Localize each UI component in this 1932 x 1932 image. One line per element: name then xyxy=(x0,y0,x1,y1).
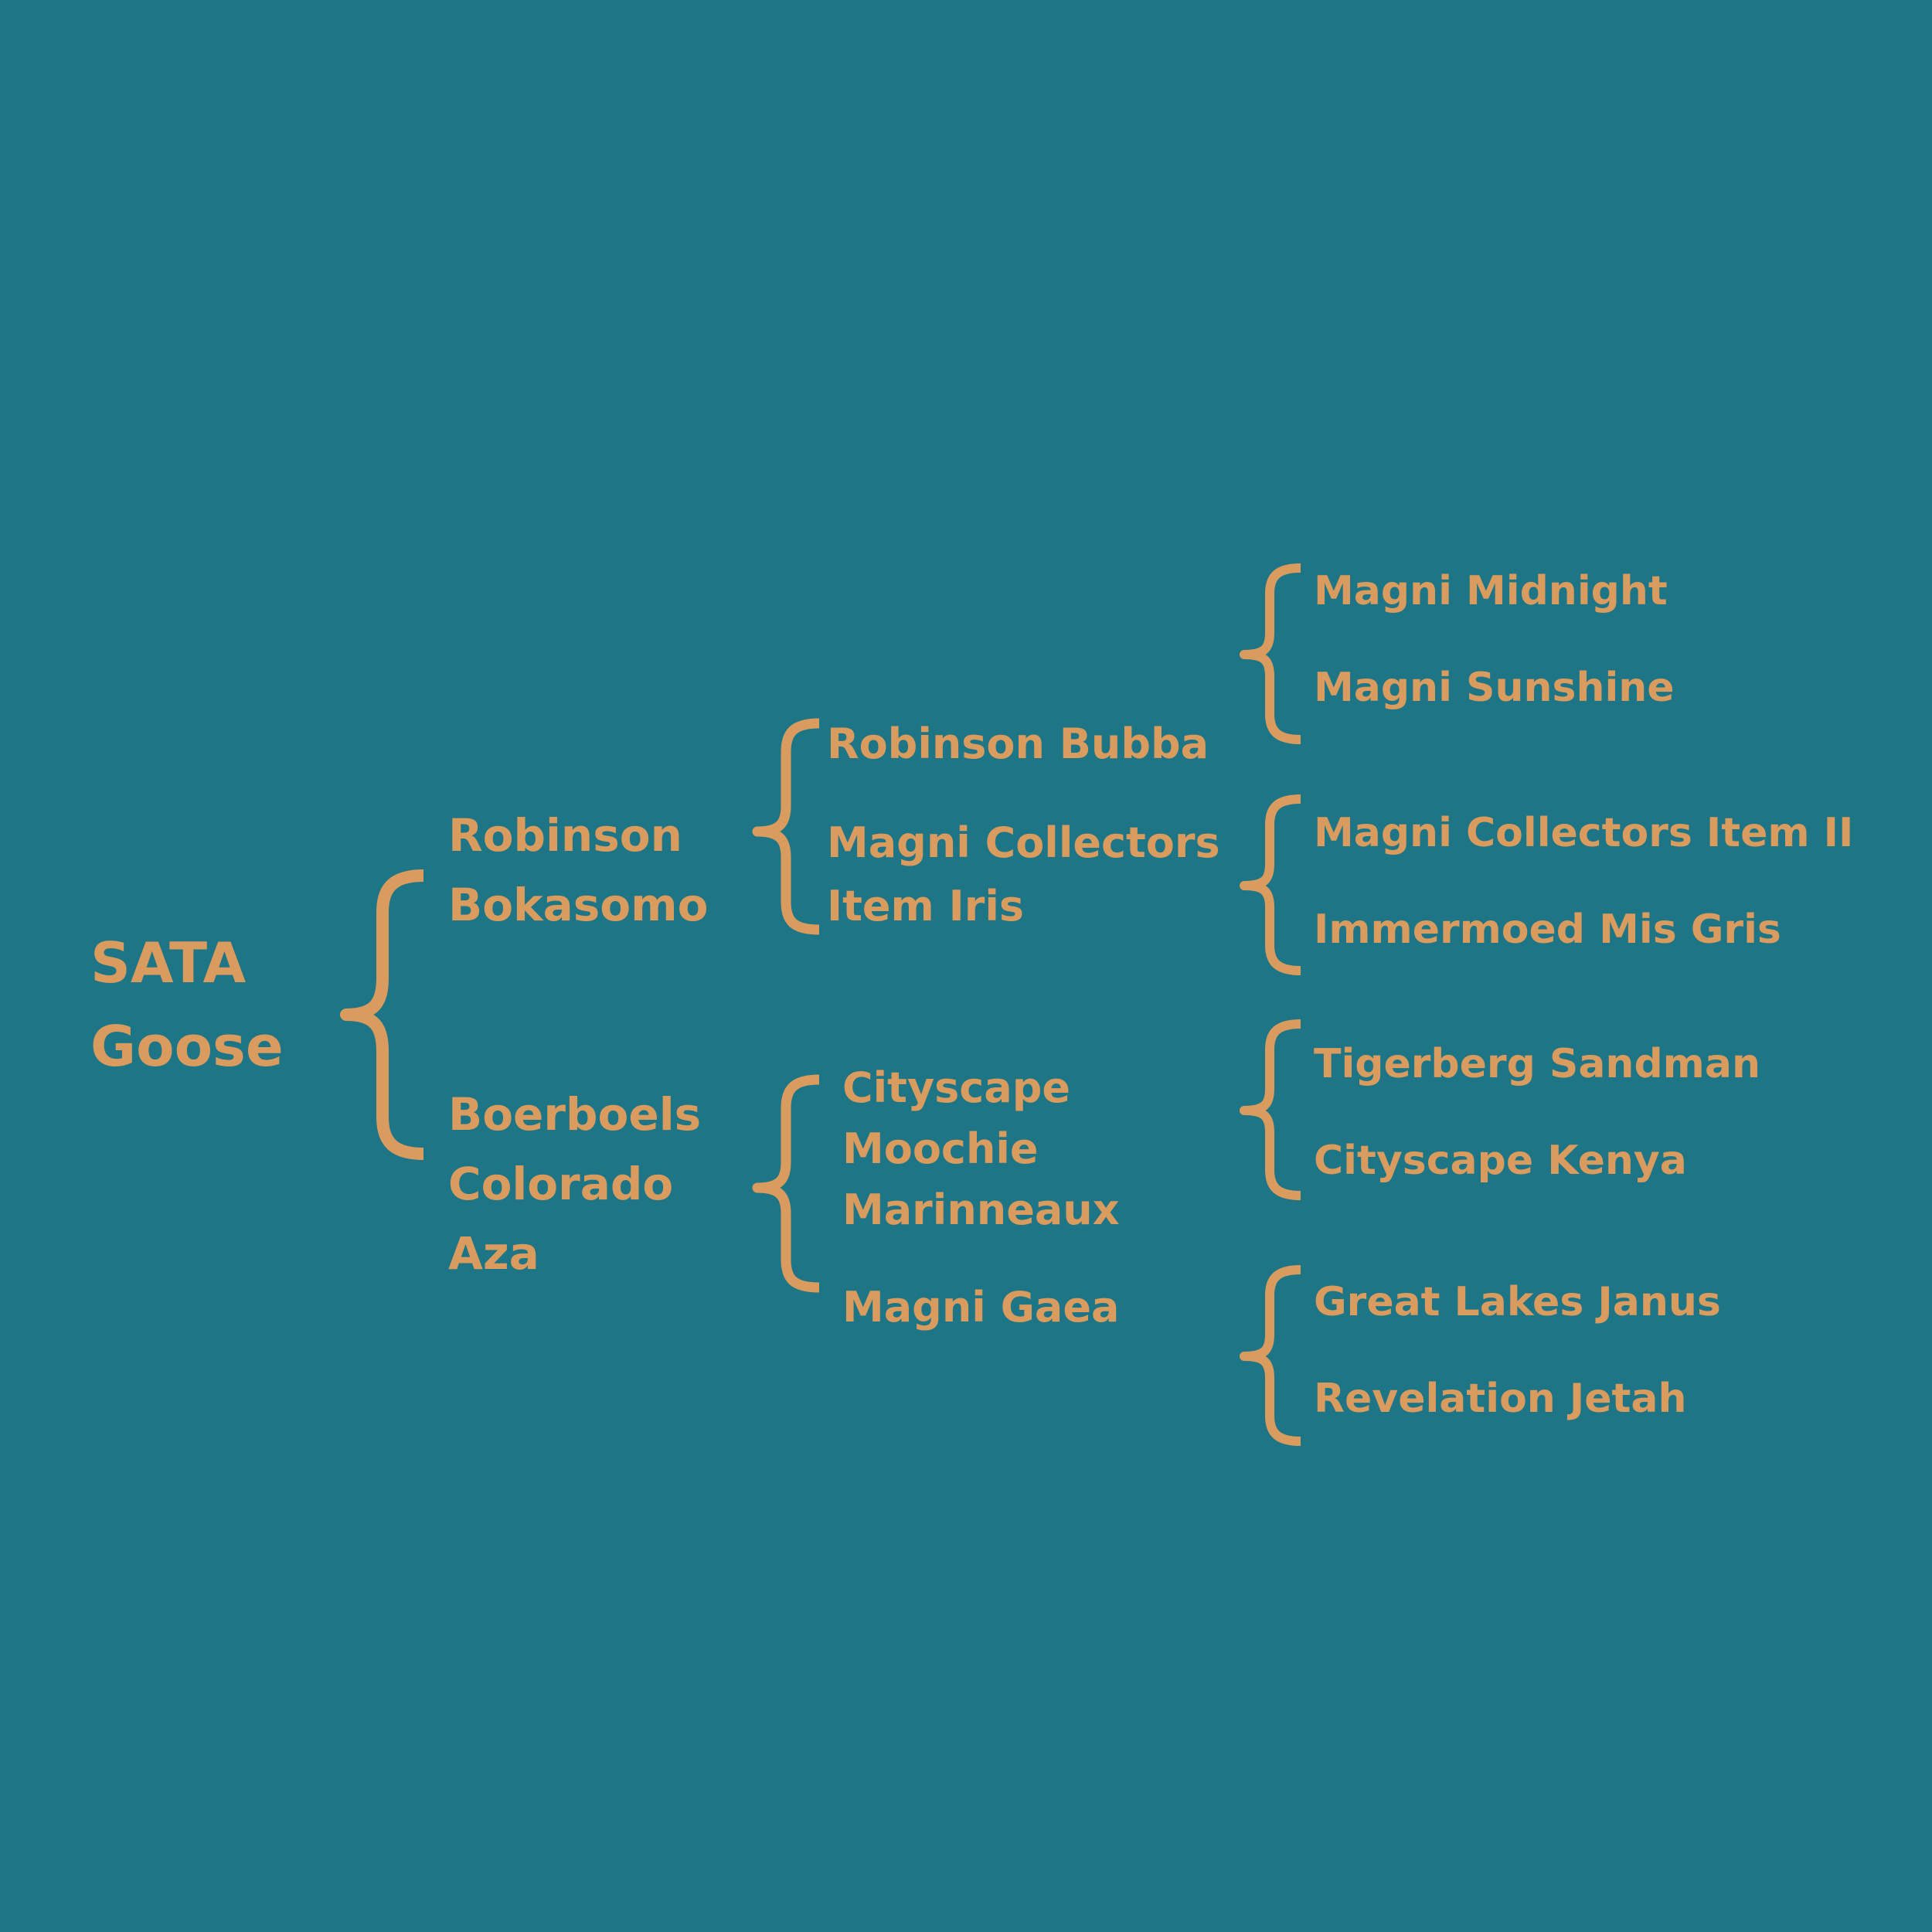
brace-sire-sire xyxy=(1240,563,1301,744)
brace-subject xyxy=(340,869,424,1160)
brace-sire-dam xyxy=(1240,794,1301,975)
sire-sire-sire-name: Magni Midnight xyxy=(1314,568,1668,614)
dam-sire-sire-name: Tigerberg Sandman xyxy=(1314,1041,1760,1087)
dam-sire-dam-name: Cityscape Kenya xyxy=(1314,1138,1687,1184)
dam-name: Boerboels Colorado Aza xyxy=(448,1088,702,1280)
sire-dam-name: Magni Collectors Item Iris xyxy=(827,818,1220,930)
dam-dam-dam-name: Revelation Jetah xyxy=(1314,1376,1687,1422)
brace-dam xyxy=(752,1074,820,1293)
sire-name: Robinson Bokasomo xyxy=(448,809,709,931)
dam-dam-name: Magni Gaea xyxy=(842,1283,1120,1332)
sire-sire-name: Robinson Bubba xyxy=(827,719,1209,768)
brace-dam-dam xyxy=(1240,1265,1301,1446)
subject-name: SATA Goose xyxy=(90,930,284,1079)
brace-dam-sire xyxy=(1240,1019,1301,1200)
sire-dam-sire-name: Magni Collectors Item II xyxy=(1314,810,1854,856)
sire-dam-dam-name: Immermoed Mis Gris xyxy=(1314,906,1781,953)
dam-dam-sire-name: Great Lakes Janus xyxy=(1314,1279,1721,1325)
dam-sire-name: Cityscape Moochie Marinneaux xyxy=(842,1063,1120,1234)
sire-sire-dam-name: Magni Sunshine xyxy=(1314,665,1675,711)
brace-sire xyxy=(752,718,820,935)
